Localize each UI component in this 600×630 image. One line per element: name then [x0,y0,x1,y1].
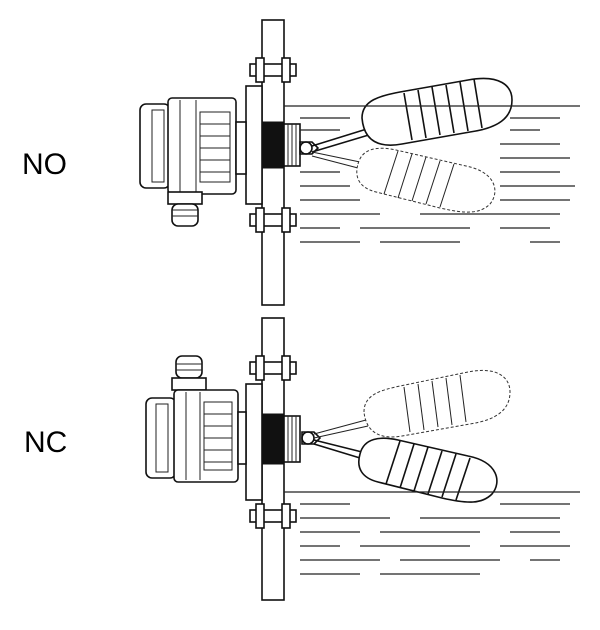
wall-bolt-top-no [249,57,297,83]
float-pivot-nc [301,431,322,445]
no-label: NO [22,148,67,181]
nc-label: NC [24,426,68,459]
float-up-no [361,77,513,146]
flange-no [245,85,263,205]
cable-gland-nc [171,355,207,391]
thread-nipple-nc [261,413,301,465]
float-arm-up-no [311,127,373,153]
no-assembly [139,19,580,306]
float-down-nc [358,437,498,503]
switch-housing-nc [145,389,247,483]
float-arm-down-no [311,151,361,169]
wall-bolt-bottom-no [249,207,297,233]
thread-nipple-no [261,121,301,169]
liquid-lines-nc [284,491,580,575]
wall-bolt-top-nc [249,355,297,381]
wall-bolt-bottom-nc [249,503,297,529]
cable-gland-no [167,191,203,227]
float-up-nc [363,370,511,438]
nc-assembly [145,317,580,601]
switch-housing-no [139,97,247,195]
flange-nc [245,383,263,501]
float-arm-down-nc [313,439,363,459]
liquid-lines-no [284,105,580,243]
float-arm-up-nc [313,419,369,439]
float-down-no [356,147,496,213]
